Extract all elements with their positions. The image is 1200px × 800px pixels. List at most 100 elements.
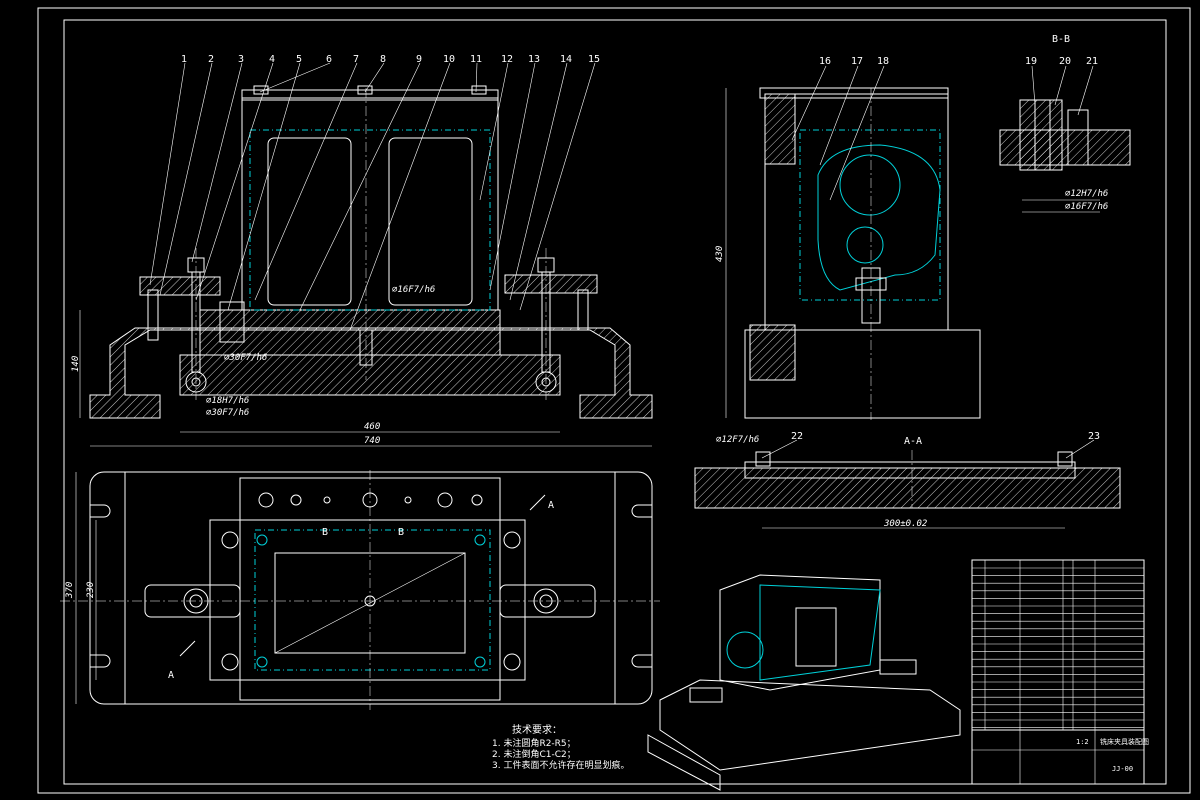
balloon-16: 16 — [819, 56, 831, 67]
front-leaders — [149, 62, 596, 331]
balloon-15: 15 — [588, 54, 600, 65]
bolt-hole — [290, 494, 302, 506]
aa-left-pin — [755, 451, 771, 467]
title-block-frame — [971, 559, 1145, 785]
plan-workpiece-dash — [254, 529, 491, 671]
leader-10 — [349, 62, 451, 331]
window-left — [267, 137, 352, 306]
side-top-section — [764, 93, 796, 165]
balloon-3: 3 — [238, 54, 244, 65]
slot-left-top — [90, 504, 111, 518]
label-bb: B-B — [1052, 34, 1070, 45]
iso-gear-bore — [726, 631, 764, 669]
balloon-23: 23 — [1088, 431, 1100, 442]
slot-right-top — [631, 504, 652, 518]
corner-bolt — [221, 531, 239, 549]
leader-4 — [195, 62, 274, 301]
balloon-11: 11 — [470, 54, 482, 65]
iso-workpiece — [759, 584, 881, 681]
leader-12 — [479, 62, 509, 201]
leader-20 — [1054, 65, 1067, 106]
window-right — [388, 137, 473, 306]
balloon-19: 19 — [1025, 56, 1037, 67]
leader-19 — [1031, 65, 1036, 106]
tb-drawing-no: JJ-00 — [1112, 765, 1133, 773]
front-dimensions — [79, 310, 652, 447]
balloon-18: 18 — [877, 56, 889, 67]
leader-13 — [489, 62, 536, 291]
leader-23 — [1065, 439, 1095, 459]
balloon-13: 13 — [528, 54, 540, 65]
leader-18 — [829, 65, 885, 201]
plan-plate — [209, 519, 526, 681]
section-text: B-B A-A A A B B — [168, 34, 1070, 681]
left-clamp-lever — [139, 276, 221, 296]
fit-30f7b: ⌀30F7/h6 — [206, 408, 249, 418]
corner-pin — [474, 656, 486, 668]
leader-9 — [299, 62, 421, 311]
corner-pin — [256, 534, 268, 546]
iso-base — [659, 679, 961, 771]
iso-right-clamp — [879, 659, 917, 675]
leader-3 — [191, 62, 243, 263]
title-block — [971, 559, 1145, 785]
bolt-hole — [471, 494, 483, 506]
leader-15 — [519, 62, 596, 311]
plan-view — [60, 470, 660, 710]
corner-pin — [256, 656, 268, 668]
label-b-right: B — [398, 527, 404, 538]
leader-14 — [509, 62, 568, 301]
balloon-9: 9 — [416, 54, 422, 65]
section-bb — [999, 65, 1131, 213]
dimension-text: 140 460 740 430 300±0.02 370 230 ⌀16F7/h… — [65, 189, 1108, 599]
bolt-hole — [437, 492, 453, 508]
leader-11 — [475, 62, 478, 93]
bolt-hole — [258, 492, 274, 508]
bb-bushing — [1019, 99, 1063, 171]
fit-16f7b: ⌀16F7/h6 — [1065, 202, 1108, 212]
iso-left-clamp — [689, 687, 723, 703]
bolt-hole — [404, 496, 412, 504]
leader-1 — [149, 62, 186, 286]
dim-300: 300±0.02 — [883, 519, 927, 529]
tb-drawing-name: 铣床夹具装配图 — [1100, 737, 1149, 746]
right-support-pin — [577, 289, 589, 331]
dim-140: 140 — [71, 356, 81, 372]
dim-430: 430 — [715, 246, 725, 262]
side-workpiece-outline — [799, 129, 941, 301]
plan-bolt-row — [258, 492, 483, 508]
balloon-numbers: 1 2 3 4 5 6 7 8 9 10 11 12 13 14 15 16 1… — [181, 54, 1100, 442]
isometric-view — [647, 574, 961, 791]
corner-bolt — [503, 653, 521, 671]
iso-base-foot — [647, 734, 721, 791]
section-arrow-bottom — [179, 640, 196, 657]
section-arrow-top — [529, 494, 546, 511]
clamp-body — [241, 97, 499, 311]
tb-rows — [972, 567, 1144, 728]
leader-21 — [1077, 65, 1094, 116]
bb-screw — [1067, 109, 1089, 166]
balloon-22: 22 — [791, 431, 803, 442]
label-a-left: A — [168, 670, 174, 681]
leader-7 — [254, 62, 358, 301]
side-base-section — [749, 324, 796, 381]
aa-top-face — [744, 461, 1076, 479]
fit-16f7: ⌀16F7/h6 — [392, 285, 435, 295]
right-clamp-lever — [504, 274, 598, 294]
tech-note-1: 1. 未注圆角R2-R5； — [492, 737, 576, 749]
section-aa — [694, 439, 1121, 529]
balloon-2: 2 — [208, 54, 214, 65]
balloon-14: 14 — [560, 54, 572, 65]
bolt-hole — [323, 496, 331, 504]
iso-window — [795, 607, 837, 667]
left-locator — [219, 301, 245, 343]
top-bolt-1 — [253, 85, 269, 95]
outer-border — [37, 7, 1191, 794]
corner-pin — [474, 534, 486, 546]
tech-notes-title: 技术要求： — [512, 723, 562, 736]
side-body — [764, 93, 949, 331]
balloon-5: 5 — [296, 54, 302, 65]
dim-230: 230 — [86, 582, 96, 598]
gear-bore-small — [846, 226, 884, 264]
corner-bolt — [503, 531, 521, 549]
